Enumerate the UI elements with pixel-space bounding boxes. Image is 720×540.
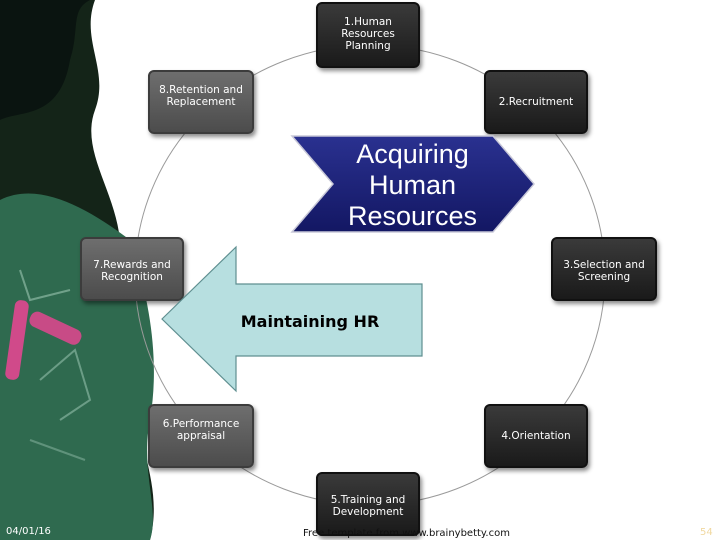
footer-credit: Free template from www.brainybetty.com — [303, 528, 510, 539]
center-chevron — [290, 135, 535, 233]
step-label-2: 2.Recruitment — [498, 96, 574, 108]
step-label-1: 1.Human Resources Planning — [341, 16, 395, 52]
step-box-7: 7.Rewards and Recognition — [80, 237, 184, 301]
step-box-8: 8.Retention and Replacement — [148, 70, 254, 134]
step-box-4: 4.Orientation — [484, 404, 588, 468]
step-label-6: 6.Performance appraisal — [162, 418, 240, 442]
step-label-7: 7.Rewards and Recognition — [93, 259, 171, 283]
step-label-5: 5.Training and Development — [330, 494, 406, 518]
step-label-8: 8.Retention and Replacement — [159, 84, 243, 108]
arrow-label: Maintaining HR — [240, 312, 380, 331]
step-label-3: 3.Selection and Screening — [563, 259, 645, 283]
footer-date: 04/01/16 — [6, 526, 51, 537]
step-box-6: 6.Performance appraisal — [148, 404, 254, 468]
step-box-5: 5.Training and Development — [316, 472, 420, 536]
step-box-2: 2.Recruitment — [484, 70, 588, 134]
center-title: Acquiring Human Resources — [347, 139, 478, 231]
step-box-1: 1.Human Resources Planning — [316, 2, 420, 68]
step-label-4: 4.Orientation — [501, 430, 571, 442]
step-box-3: 3.Selection and Screening — [551, 237, 657, 301]
maintaining-arrow — [161, 245, 423, 393]
page-number: 54 — [700, 527, 713, 538]
